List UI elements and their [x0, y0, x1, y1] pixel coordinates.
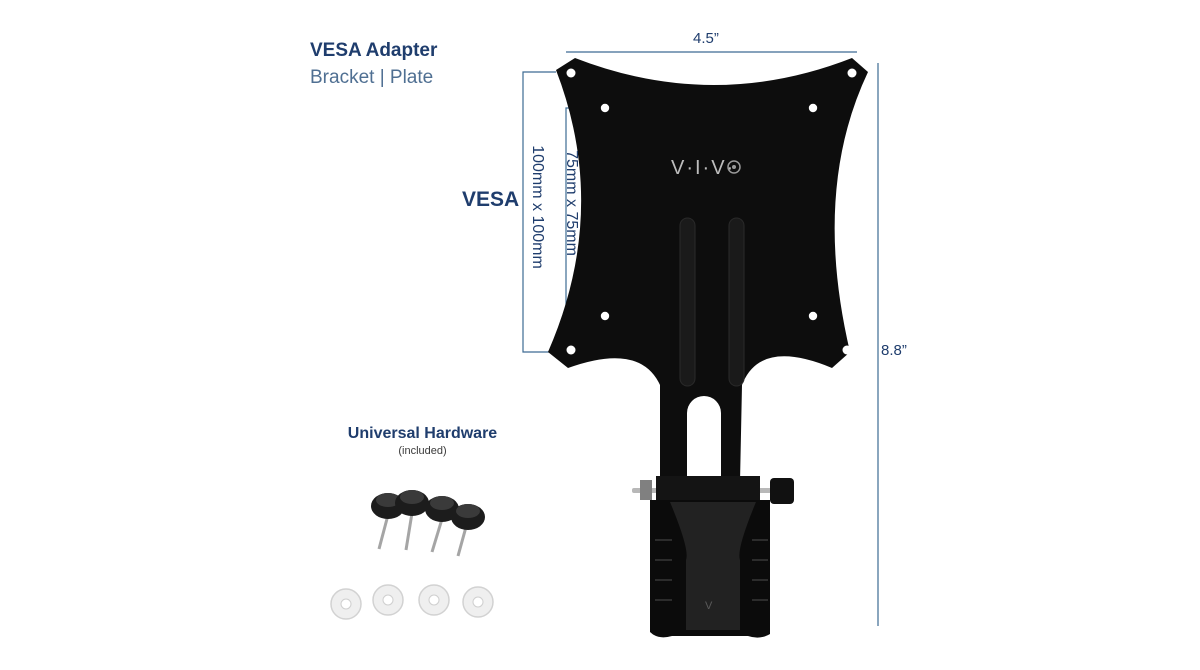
- vesa-label: VESA: [462, 188, 520, 211]
- vesa-75-label: 75mm x 75mm: [563, 150, 580, 256]
- width-dimension-label: 4.5”: [693, 30, 719, 47]
- hardware-subtitle: (included): [398, 445, 447, 457]
- hardware-title: Universal Hardware: [347, 425, 498, 442]
- brand-logo: V·I·V·: [671, 157, 735, 179]
- product-subtitle: Bracket | Plate: [310, 67, 434, 88]
- svg-text:V: V: [705, 600, 713, 612]
- adapter-plate: [548, 58, 868, 508]
- clamp-bracket: V: [632, 476, 794, 638]
- product-title: VESA Adapter: [310, 40, 438, 61]
- height-dimension-label: 8.8”: [881, 342, 907, 359]
- washers: [330, 584, 494, 620]
- vesa-100-bracket: [522, 71, 556, 353]
- mounting-holes: [566, 68, 857, 355]
- vesa-100-label: 100mm x 100mm: [529, 145, 546, 269]
- thumb-screws: [371, 490, 485, 557]
